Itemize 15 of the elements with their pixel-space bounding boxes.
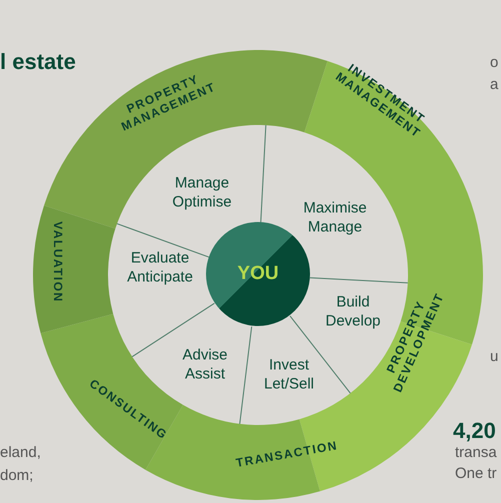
text-fragment: a	[490, 76, 498, 95]
text-fragment: dom;	[0, 467, 34, 486]
sector-label: Manage Optimise	[172, 174, 232, 212]
text-fragment: eland,	[0, 444, 41, 463]
segment-label: VALUATION	[50, 221, 64, 303]
sector-label: Evaluate Anticipate	[127, 249, 193, 287]
text-fragment: o	[490, 54, 498, 73]
text-fragment: One tr	[455, 465, 497, 484]
text-fragment: transa	[455, 444, 497, 463]
text-fragment: 4,20	[453, 417, 496, 444]
sector-label: Advise Assist	[182, 346, 228, 384]
text-fragment: l estate	[0, 48, 76, 76]
sector-label: Invest Let/Sell	[264, 356, 314, 394]
sector-label: Build Develop	[325, 293, 381, 331]
text-fragment: u	[490, 348, 498, 367]
